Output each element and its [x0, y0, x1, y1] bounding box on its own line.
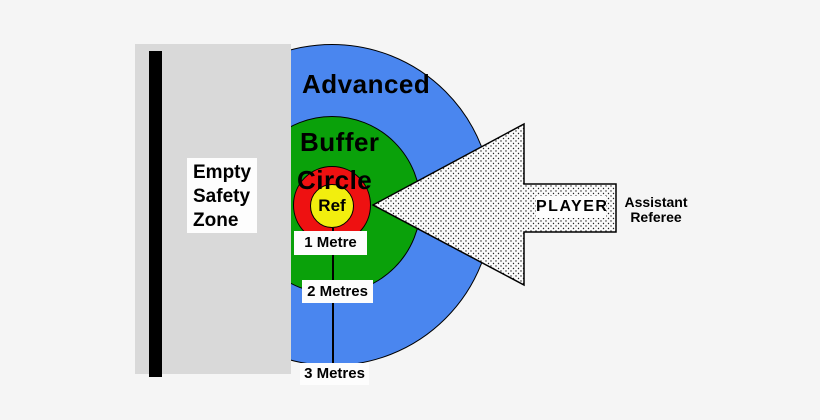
radius-1-metre-label: 1 Metre: [294, 231, 367, 255]
buffer-zone-label-line2: Circle: [297, 165, 373, 195]
advanced-zone-label: Advanced: [302, 69, 431, 99]
radius-2-metres-label: 2 Metres: [302, 280, 373, 303]
player-label: PLAYER: [536, 196, 607, 218]
ref-center-circle: [310, 184, 354, 228]
safety-label-line2: Safety: [193, 186, 251, 207]
buffer-zone-label-line1: Buffer: [300, 127, 380, 157]
wall-bar: [149, 51, 162, 377]
assistant-referee-line2: Referee: [630, 209, 682, 225]
ref-label: Ref: [318, 196, 346, 215]
safety-label-line1: Empty: [193, 162, 252, 183]
assistant-referee-label: Assistant Referee: [616, 195, 696, 225]
assistant-referee-line1: Assistant: [624, 194, 688, 210]
safety-label-line3: Zone: [193, 210, 239, 231]
radius-3-metres-label: 3 Metres: [300, 363, 369, 385]
empty-safety-zone-label: Empty Safety Zone: [187, 158, 257, 233]
